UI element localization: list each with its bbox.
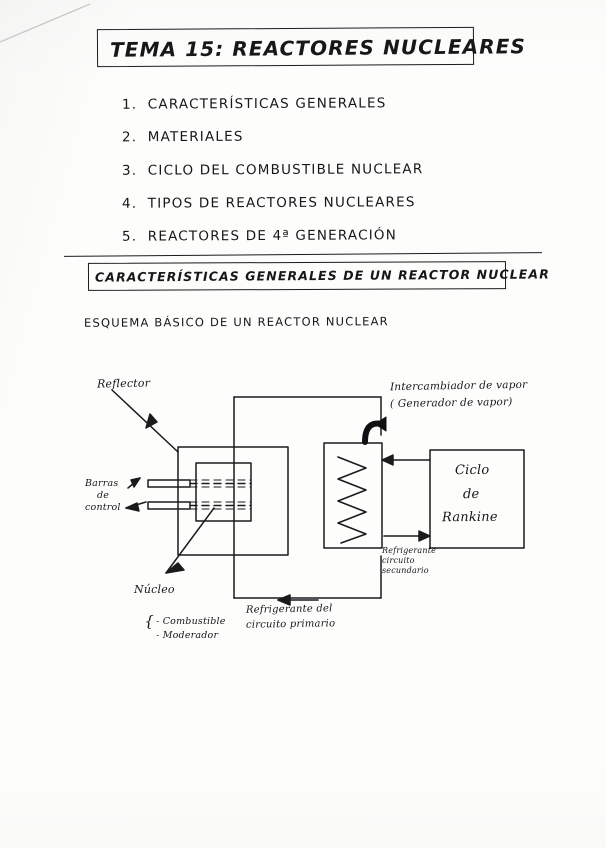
toc-item-2-label: MATERIALES [147,128,244,146]
toc-item-5: 5. REACTORES DE 4ª GENERACIÓN [122,227,397,244]
label-secondary-coolant-line3: secundario [382,566,429,575]
secondary-feed-arrowhead [418,530,431,542]
scan-page-corner-fold [0,3,91,43]
reactor-schematic-diagram: Reflector Intercambiador de vapor ( Gene… [0,360,606,660]
label-heat-exchanger-line2: ( Generador de vapor) [389,395,513,411]
toc-item-3: 3. CICLO DEL COMBUSTIBLE NUCLEAR [122,161,424,179]
core-leader-line [165,507,215,574]
label-primary-coolant-line1: Refrigerante del [245,603,333,616]
control-rods-arrowhead-lower [125,502,140,512]
toc-item-4-label: TIPOS DE REACTORES NUCLEARES [147,194,416,212]
reactor-core-box [195,462,252,522]
reactor-schematic-svg [111,389,525,606]
label-primary-coolant-line2: circuito primario [245,618,336,631]
control-rod-upper [147,479,191,488]
subheading-text: ESQUEMA BÁSICO DE UN REACTOR NUCLEAR [83,314,389,330]
label-core-title: Núcleo [134,583,175,596]
label-core-item-moderator-text: - Moderador [156,630,219,641]
label-rankine-line1: Ciclo [454,462,490,479]
label-core-item-moderator: {- Moderador [125,613,218,653]
label-core-item-fuel: {- Combustible [125,599,226,639]
toc-item-1-number: 1. [121,96,138,113]
toc-item-5-number: 5. [121,228,138,245]
section-divider-rule [64,252,542,257]
reflector-leader-line [111,389,179,453]
steam-generator-box [323,442,383,549]
rankine-cycle-box [429,449,525,549]
toc-item-1: 1. CARACTERÍSTICAS GENERALES [122,95,387,112]
reflector-vessel-box [177,446,289,556]
toc-item-5-label: REACTORES DE 4ª GENERACIÓN [147,227,398,245]
section-heading-text: CARACTERÍSTICAS GENERALES DE UN REACTOR … [94,266,550,285]
label-reflector: Reflector [96,376,151,391]
label-control-rods-line3: control [85,502,121,513]
label-rankine-line3: Rankine [441,509,498,526]
primary-coolant-arrowhead [277,594,291,606]
toc-item-4: 4. TIPOS DE REACTORES NUCLEARES [122,194,416,212]
control-rods-arrowhead-upper [130,477,141,488]
toc-item-2-number: 2. [121,129,138,146]
toc-item-3-label: CICLO DEL COMBUSTIBLE NUCLEAR [147,161,424,179]
label-secondary-coolant-line2: circuito [382,556,415,565]
page-title: TEMA 15: REACTORES NUCLEARES [109,34,527,62]
label-heat-exchanger-line1: Intercambiador de vapor [389,378,528,394]
core-arrowhead [165,562,185,574]
label-rankine-line2: de [462,486,480,503]
toc-item-1-label: CARACTERÍSTICAS GENERALES [147,95,387,113]
toc-item-4-number: 4. [121,195,138,212]
reflector-arrowhead [145,413,158,429]
control-rod-lower [147,501,191,510]
label-control-rods-line1: Barras [85,478,119,489]
label-secondary-coolant-line1: Refrigerante [382,546,437,555]
heat-exchanger-coil [337,456,367,544]
secondary-return-arrowhead [381,454,394,466]
brace-upper-icon: { [144,612,155,630]
steam-outlet-arrowhead [374,416,387,432]
toc-item-3-number: 3. [121,162,138,179]
label-core-item-fuel-text: - Combustible [156,616,226,627]
toc-item-2: 2. MATERIALES [122,129,244,146]
label-control-rods-line2: de [97,490,110,501]
